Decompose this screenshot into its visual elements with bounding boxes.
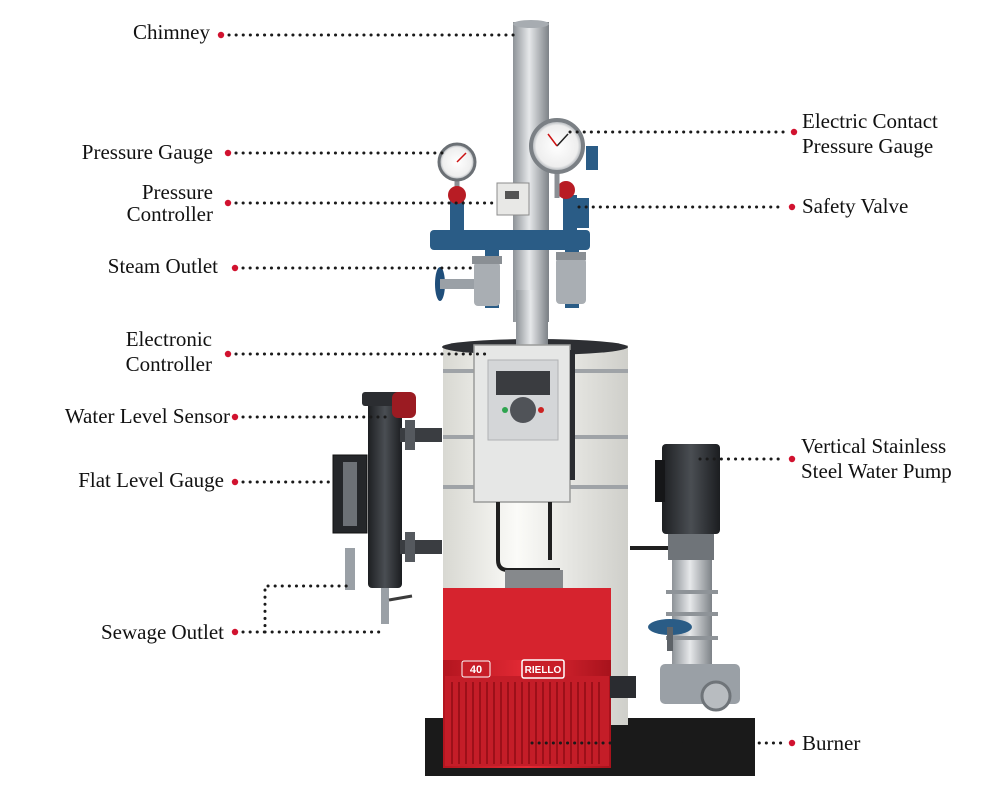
label-chimney: Chimney: [133, 20, 210, 44]
label-flat-level-gauge: Flat Level Gauge: [78, 468, 224, 492]
chimney: [513, 22, 549, 322]
label-vertical-pump: Vertical Stainless Steel Water Pump: [801, 434, 952, 483]
label-markers: [217, 31, 798, 747]
water-column: [368, 398, 402, 588]
burner-model-badge: [461, 660, 491, 678]
electric-contact-gauge-icon: [529, 118, 598, 198]
valve-handwheel-icon: [435, 256, 502, 306]
label-steam-outlet: Steam Outlet: [107, 254, 218, 278]
leader-lines: [227, 33, 788, 745]
pressure-gauge-icon: [437, 142, 477, 200]
label-electronic-controller: Electronic Controller: [125, 327, 212, 376]
burner-brand-text: RIELLO: [525, 665, 562, 676]
label-water-level-sensor: Water Level Sensor: [64, 404, 230, 428]
pump-motor-icon: [648, 444, 740, 712]
control-panel-icon: [473, 344, 571, 503]
label-safety-valve: Safety Valve: [802, 194, 909, 218]
label-pressure-controller: Pressure Controller: [126, 180, 213, 226]
leader-sewage-outlet-a: [241, 584, 350, 634]
burner-model-text: 40: [470, 664, 482, 676]
label-electric-contact-gauge: Electric Contact Pressure Gauge: [802, 109, 938, 158]
burner-brand-badge: [521, 659, 565, 679]
label-burner: Burner: [802, 731, 861, 755]
label-pressure-gauge: Pressure Gauge: [81, 140, 213, 164]
safety-valve-body: [571, 198, 589, 228]
steam-header-pipe: [430, 230, 590, 250]
label-sewage-outlet: Sewage Outlet: [100, 620, 224, 644]
